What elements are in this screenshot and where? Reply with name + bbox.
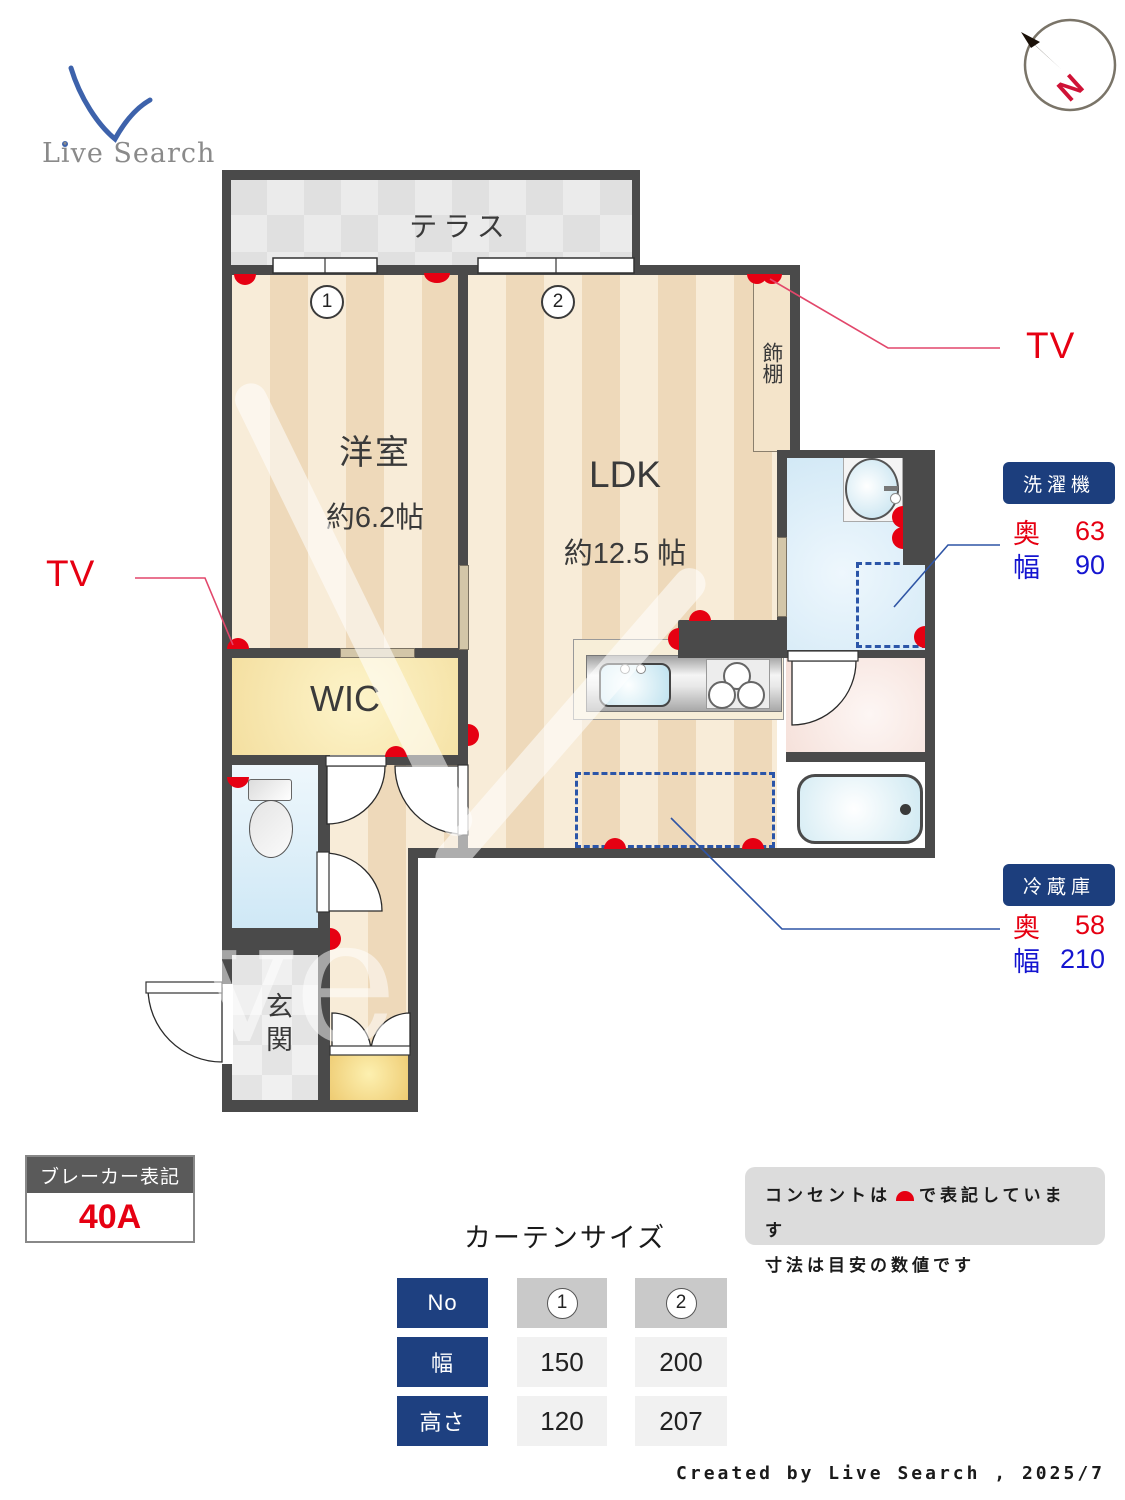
wic-door	[326, 765, 386, 825]
closet-threshold	[329, 1045, 411, 1056]
wall-washroom-top	[786, 450, 935, 458]
breaker-box: ブレーカー表記 40A	[25, 1155, 195, 1243]
fridge-dims: 奥 58 幅 210	[1003, 908, 1115, 977]
fridge-depth-value: 58	[1074, 909, 1105, 940]
wall-terrace-right	[632, 170, 640, 273]
logo-text: Live Search	[42, 138, 216, 169]
washer-width-value: 90	[1074, 549, 1105, 580]
wall-right-upper	[790, 265, 800, 458]
notes-line1: コンセントはで表記しています	[765, 1186, 1066, 1240]
wall-terrace-top	[222, 170, 640, 180]
compass-north-label: N	[1050, 67, 1090, 108]
sliding-door-washroom	[777, 537, 787, 617]
washer-depth-value: 63	[1074, 515, 1105, 546]
curtain-row-header-no: No	[397, 1278, 488, 1328]
curtain-marker-2: 2	[541, 285, 575, 319]
fridge-depth-label: 奥	[1013, 912, 1040, 943]
fridge-leader	[670, 817, 1000, 930]
fridge-width-value: 210	[1059, 943, 1105, 974]
wall-terrace-left	[222, 170, 231, 273]
fridge-width-label: 幅	[1013, 946, 1040, 977]
wic-door-leaf	[325, 755, 387, 767]
ldk-label: LDK	[589, 454, 661, 495]
credit-text: Created by Live Search , 2025/7	[676, 1463, 1105, 1484]
shelf-recess	[753, 275, 790, 452]
tv-label-left: TV	[46, 553, 96, 594]
curtain-row-header-height: 高さ	[397, 1396, 488, 1446]
entrance-label: 玄関	[262, 992, 292, 1058]
wall-left	[222, 265, 232, 1112]
window-1	[272, 257, 378, 274]
entry-door	[147, 987, 223, 1063]
toilet-door-leaf	[316, 851, 330, 913]
breaker-value: 40A	[27, 1193, 193, 1241]
curtain-col2-height: 207	[635, 1396, 727, 1446]
outlet-markers	[227, 273, 925, 950]
vanity-faucet-dot	[890, 493, 901, 504]
shelf-label: 飾棚	[760, 342, 783, 384]
curtain-col1-height: 120	[517, 1396, 607, 1446]
curtain-col1-width: 150	[517, 1337, 607, 1387]
wall-hall-right	[408, 848, 418, 1112]
stove-burner3	[737, 681, 765, 709]
entrance-floor	[232, 955, 318, 1100]
tv-left-leader	[135, 577, 234, 646]
closet-floor	[330, 1053, 408, 1100]
curtain-col2-no: 2	[635, 1278, 727, 1328]
breaker-title: ブレーカー表記	[27, 1157, 193, 1193]
powder-door-leaf	[787, 650, 859, 662]
powder-room-door	[791, 660, 857, 726]
window-2	[477, 257, 635, 274]
vanity-faucet	[884, 486, 898, 491]
notes-line2: 寸法は目安の数値です	[765, 1255, 975, 1275]
washer-dims: 奥 63 幅 90	[1003, 514, 1115, 583]
washroom-dark-block	[903, 450, 935, 565]
ldk-door	[394, 765, 464, 835]
bathtub-drain	[900, 804, 911, 815]
wall-toilet-right-b	[318, 911, 330, 1112]
curtain-marker-1: 1	[310, 285, 344, 319]
tv-right-leader	[769, 278, 1000, 349]
compass: N	[1021, 18, 1117, 112]
terrace-label: テラス	[409, 211, 511, 242]
ldk-floor	[468, 275, 790, 458]
washer-width-label: 幅	[1013, 552, 1040, 583]
outlet-legend-icon	[896, 1191, 914, 1201]
compass-circle	[1023, 18, 1117, 112]
fridge-tag: 冷蔵庫	[1003, 864, 1115, 906]
entrance-step	[222, 928, 318, 955]
curtain-table-title: カーテンサイズ	[463, 1223, 667, 1253]
tv-label-right: TV	[1026, 325, 1076, 366]
entry-door-leaf	[145, 981, 223, 994]
curtain-row-header-width: 幅	[397, 1337, 488, 1387]
curtain-col2-width: 200	[635, 1337, 727, 1387]
ldk-door-leaf	[457, 764, 469, 836]
notes-box: コンセントはで表記しています 寸法は目安の数値です	[745, 1167, 1105, 1275]
curtain-col1-no: 1	[517, 1278, 607, 1328]
logo-checkmark-icon	[62, 65, 153, 147]
toilet-door	[323, 852, 383, 912]
washer-depth-label: 奥	[1013, 518, 1040, 549]
terrace-floor	[230, 178, 632, 265]
washer-tag: 洗濯機	[1003, 462, 1115, 504]
washer-leader	[893, 544, 1000, 608]
wall-powder-bath	[786, 752, 935, 762]
entry-door-gap	[221, 984, 233, 1064]
